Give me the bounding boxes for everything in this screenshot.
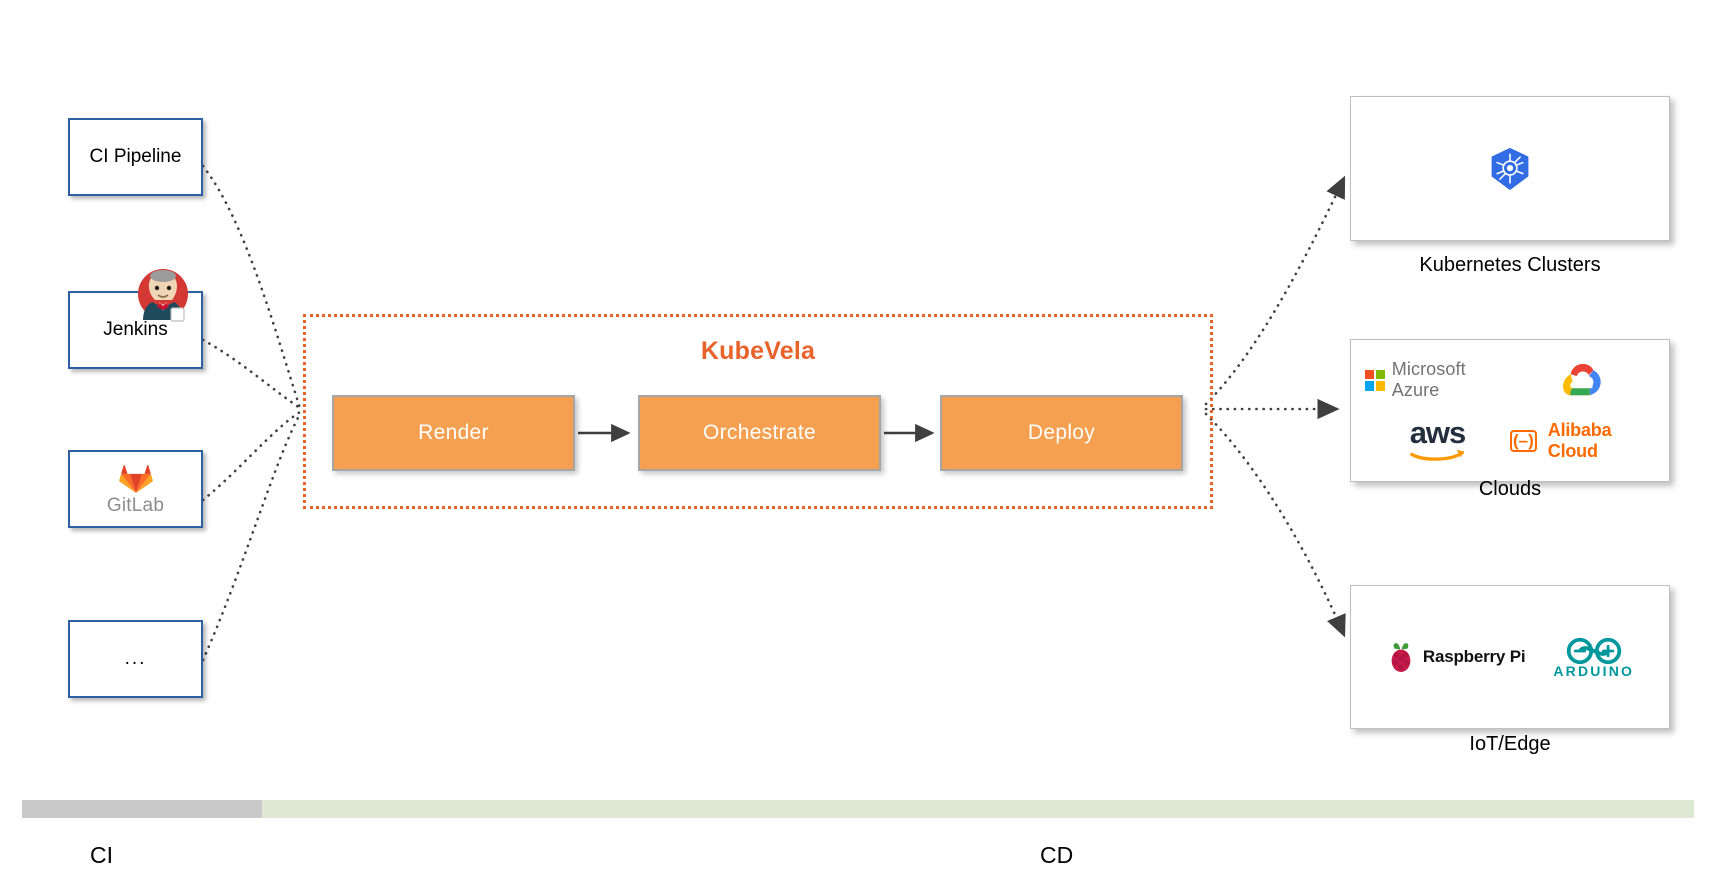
source-label-ellipsis: ... [124,648,147,669]
source-label-ci-pipeline: CI Pipeline [89,145,182,167]
stage-box-render[interactable]: Render [332,395,575,471]
arduino-icon [1564,636,1624,666]
source-box-ellipsis[interactable]: ... [68,620,203,698]
aws-icon: aws [1409,414,1467,461]
gitlab-fox-icon [118,462,153,494]
google-cloud-icon [1561,361,1605,399]
microsoft-azure-icon [1365,369,1385,391]
stage-box-orchestrate[interactable]: Orchestrate [638,395,881,471]
raspberry-pi-text: Raspberry Pi [1422,647,1526,666]
kubevela-title: KubeVela [700,337,816,365]
line-gitlab [201,410,302,502]
microsoft-azure-logo: Microsoft Azure [1365,359,1510,401]
cd-progress-bar [262,800,1694,818]
ci-label: CI [90,842,113,868]
target-panel-kubernetes[interactable] [1350,96,1670,241]
arduino-logo: ARDUINO [1553,636,1634,678]
line-ellipsis [201,412,302,662]
jenkins-butler-icon [130,262,196,328]
arduino-text: ARDUINO [1553,663,1635,679]
target-panel-iot-edge[interactable]: Raspberry Pi [1350,585,1670,729]
aws-text: aws [1409,414,1467,450]
target-label-kubernetes: Kubernetes Clusters [1419,254,1601,276]
stage-label-orchestrate: Orchestrate [702,421,816,444]
raspberry-pi-icon [1386,640,1416,674]
stage-box-deploy[interactable]: Deploy [940,395,1183,471]
source-label-gitlab: GitLab [106,494,165,516]
alibaba-cloud-text: Alibaba Cloud [1547,419,1612,461]
kubernetes-icon [1487,146,1533,192]
cd-label: CD [1040,842,1074,868]
raspberry-pi-logo: Raspberry Pi [1386,640,1526,674]
stage-label-render: Render [418,421,489,444]
alibaba-cloud-logo: (–) Alibaba Cloud [1510,420,1655,462]
kubevela-panel: KubeVela [303,314,1213,509]
line-jenkins [201,338,302,410]
stage-label-deploy: Deploy [1027,421,1096,444]
source-label-jenkins: Jenkins [103,318,168,340]
alibaba-cloud-icon: (–) [1510,429,1537,452]
target-label-clouds: Clouds [1478,478,1542,500]
ci-progress-bar [22,800,262,818]
line-ci-pipeline [201,164,302,410]
target-label-iot-edge: IoT/Edge [1469,733,1551,755]
microsoft-azure-text: Microsoft Azure [1391,359,1466,401]
line-to-iot [1204,412,1346,638]
source-box-gitlab[interactable]: GitLab [68,450,203,528]
line-to-kubernetes [1204,175,1346,406]
source-box-ci-pipeline[interactable]: CI Pipeline [68,118,203,196]
target-panel-clouds[interactable]: Microsoft Azure aws [1350,339,1670,482]
